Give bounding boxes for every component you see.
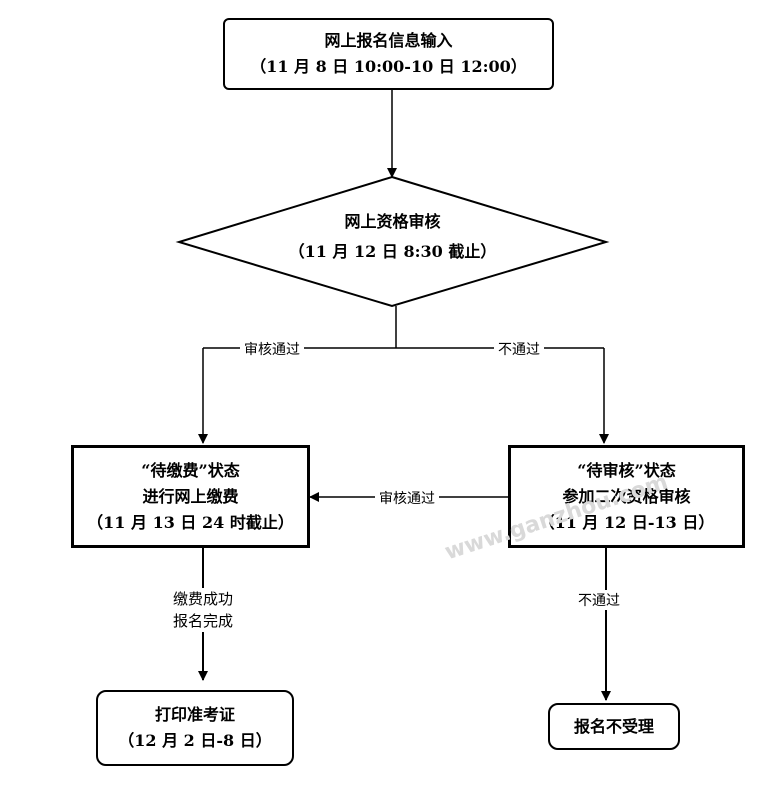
- edge-label-second-pass: 审核通过: [375, 488, 439, 508]
- node-pay-deadline: （11 月 13 日 24 时截止）: [87, 512, 294, 532]
- edge-label-pass: 审核通过: [240, 339, 304, 359]
- node-pending: “待审核”状态 参加二次资格审核 （11 月 12 日-13 日）: [508, 445, 745, 548]
- node-info-input-title: 网上报名信息输入: [324, 31, 453, 50]
- node-print-ticket: 打印准考证 （12 月 2 日-8 日）: [96, 690, 294, 766]
- node-pending-date: （11 月 12 日-13 日）: [538, 512, 715, 532]
- pay-done-line1: 缴费成功: [172, 590, 233, 608]
- node-reject: 报名不受理: [548, 703, 680, 750]
- edge-label-fail: 不通过: [494, 339, 544, 359]
- node-pay-action: 进行网上缴费: [142, 486, 239, 506]
- node-info-input: 网上报名信息输入 （11 月 8 日 10:00-10 日 12:00）: [223, 18, 554, 90]
- node-pending-action: 参加二次资格审核: [562, 486, 691, 506]
- node-pay-status: “待缴费”状态: [141, 460, 240, 480]
- node-pay: “待缴费”状态 进行网上缴费 （11 月 13 日 24 时截止）: [71, 445, 310, 548]
- review-diamond: [175, 175, 610, 308]
- edge-label-pay-done: 缴费成功 报名完成: [160, 588, 246, 632]
- pay-done-line2: 报名完成: [172, 612, 233, 630]
- node-print-date: （12 月 2 日-8 日）: [118, 731, 272, 750]
- edge-label-second-fail: 不通过: [574, 590, 624, 610]
- node-reject-title: 报名不受理: [573, 716, 654, 736]
- node-review-title: 网上资格审核: [344, 212, 441, 231]
- node-print-title: 打印准考证: [154, 705, 235, 724]
- node-info-input-date: （11 月 8 日 10:00-10 日 12:00）: [250, 57, 527, 76]
- node-review-text: 网上资格审核 （11 月 12 日 8:30 截止）: [250, 207, 535, 267]
- node-pending-status: “待审核”状态: [577, 460, 676, 480]
- node-review-date: （11 月 12 日 8:30 截止）: [288, 242, 497, 261]
